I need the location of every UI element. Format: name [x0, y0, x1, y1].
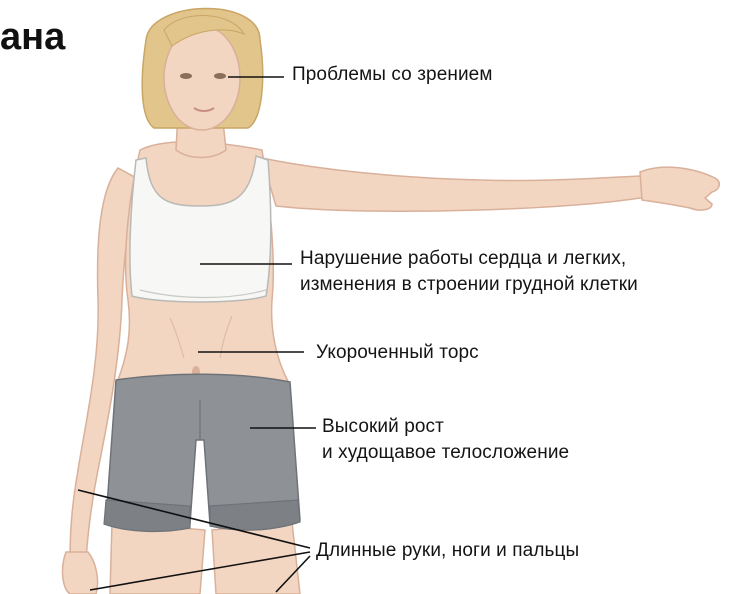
shorts — [104, 374, 300, 531]
right-hand — [640, 167, 719, 210]
label-tall-line1: Высокий рост — [322, 414, 444, 439]
label-heart-line2: изменения в строении грудной клетки — [300, 272, 638, 297]
head — [142, 8, 263, 130]
label-vision: Проблемы со зрением — [292, 62, 493, 87]
label-tall-line2: и худощавое телосложение — [322, 440, 569, 465]
right-arm — [262, 158, 719, 211]
left-hand — [63, 552, 98, 594]
label-torso: Укороченный торс — [316, 340, 479, 365]
label-heart-line1: Нарушение работы сердца и легких, — [300, 246, 626, 271]
label-limbs: Длинные руки, ноги и пальцы — [316, 538, 579, 563]
